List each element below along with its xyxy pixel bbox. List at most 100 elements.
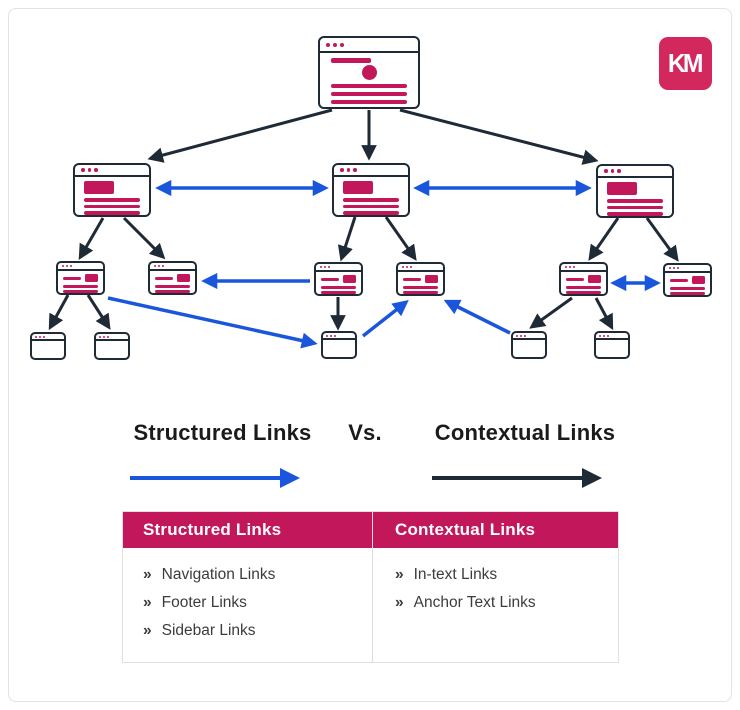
table-header-row: Structured Links Contextual Links [123, 512, 618, 548]
window-dot-icon [328, 266, 330, 268]
text-placeholder [670, 286, 705, 290]
text-placeholder [343, 204, 399, 208]
window-titlebar [32, 334, 64, 341]
text-placeholder [343, 211, 399, 215]
list-item-label: In-text Links [413, 566, 498, 583]
km-logo: KM [659, 37, 712, 90]
contextual-link-arrow [399, 108, 599, 165]
structured-legend-arrow [130, 468, 300, 488]
window-dot-icon [62, 265, 64, 267]
window-dot-icon [520, 334, 522, 337]
image-placeholder [177, 274, 190, 282]
window-dot-icon [340, 168, 344, 172]
text-placeholder [403, 285, 438, 289]
window-dot-icon [87, 168, 91, 172]
webpage-node-subpage [559, 262, 608, 296]
webpage-node-leaf [30, 332, 66, 360]
window-content [598, 178, 672, 216]
window-titlebar [334, 165, 408, 177]
contextual-link-arrow [588, 217, 620, 261]
window-dot-icon [610, 169, 614, 173]
webpage-node-home [318, 36, 420, 109]
window-dot-icon [333, 42, 337, 47]
window-dot-icon [70, 265, 72, 267]
km-logo-monogram: KM [667, 48, 704, 78]
chevron-bullet-icon: » [143, 622, 152, 639]
contextual-link-arrow [122, 216, 166, 260]
text-placeholder [321, 285, 356, 289]
window-titlebar [561, 264, 606, 272]
window-dot-icon [35, 335, 37, 338]
window-dot-icon [669, 267, 671, 269]
webpage-node-leaf [511, 331, 547, 359]
window-dot-icon [330, 334, 332, 337]
window-dot-icon [599, 334, 601, 337]
window-dot-icon [66, 265, 68, 267]
window-dot-icon [617, 169, 621, 173]
list-item-label: Sidebar Links [161, 622, 256, 639]
list-item: »Navigation Links [123, 561, 372, 589]
list-item-label: Footer Links [161, 594, 247, 611]
window-titlebar [75, 165, 149, 177]
text-placeholder [63, 290, 98, 293]
window-dot-icon [524, 334, 526, 337]
text-placeholder [607, 212, 663, 216]
window-titlebar [513, 333, 545, 340]
contextual-legend-arrow [432, 468, 602, 488]
window-dot-icon [402, 266, 404, 268]
contextual-link-arrow [48, 294, 70, 331]
window-content [665, 273, 710, 295]
text-placeholder [607, 205, 663, 209]
window-titlebar [596, 333, 628, 340]
chevron-bullet-icon: » [143, 594, 152, 611]
contextual-link-arrow [86, 294, 111, 330]
window-dot-icon [516, 334, 518, 337]
text-placeholder [670, 292, 705, 295]
window-dot-icon [406, 266, 408, 268]
window-titlebar [323, 333, 355, 340]
window-dot-icon [103, 335, 105, 338]
window-dot-icon [154, 265, 156, 267]
window-titlebar [58, 263, 103, 271]
window-dot-icon [573, 266, 575, 268]
structured-link-arrow [443, 299, 511, 335]
text-placeholder [331, 84, 407, 88]
text-placeholder [566, 285, 601, 289]
contextual-links-list: »In-text Links »Anchor Text Links [373, 548, 618, 662]
text-placeholder [670, 278, 688, 282]
window-dot-icon [569, 266, 571, 268]
contextual-link-arrow [147, 108, 333, 163]
webpage-node-leaf [94, 332, 130, 360]
window-dot-icon [326, 334, 328, 337]
image-placeholder [692, 276, 705, 284]
contextual-link-arrow [384, 216, 417, 261]
text-placeholder [566, 277, 584, 281]
window-content [150, 271, 195, 293]
window-dot-icon [39, 335, 41, 338]
text-placeholder [155, 276, 173, 280]
window-dot-icon [340, 42, 344, 47]
table-body: »Navigation Links » Footer Links » Sidebar… [123, 548, 618, 662]
text-placeholder [84, 211, 140, 215]
window-titlebar [96, 334, 128, 341]
window-content [334, 177, 408, 215]
webpage-node-subpage [56, 261, 105, 295]
window-dot-icon [673, 267, 675, 269]
links-comparison-table: Structured Links Contextual Links »Navig… [122, 511, 619, 663]
window-dot-icon [603, 334, 605, 337]
webpage-node-subpage [314, 262, 363, 296]
text-placeholder [566, 291, 601, 294]
structured-links-header: Structured Links [123, 512, 373, 548]
window-dot-icon [353, 168, 357, 172]
window-dot-icon [320, 266, 322, 268]
window-dot-icon [607, 334, 609, 337]
window-dot-icon [107, 335, 109, 338]
window-dot-icon [99, 335, 101, 338]
list-item: »Anchor Text Links [373, 589, 618, 617]
window-titlebar [150, 263, 195, 271]
contextual-link-arrow [78, 217, 105, 261]
webpage-node-category [596, 164, 674, 218]
chevron-bullet-icon: » [143, 566, 152, 583]
window-dot-icon [81, 168, 85, 172]
